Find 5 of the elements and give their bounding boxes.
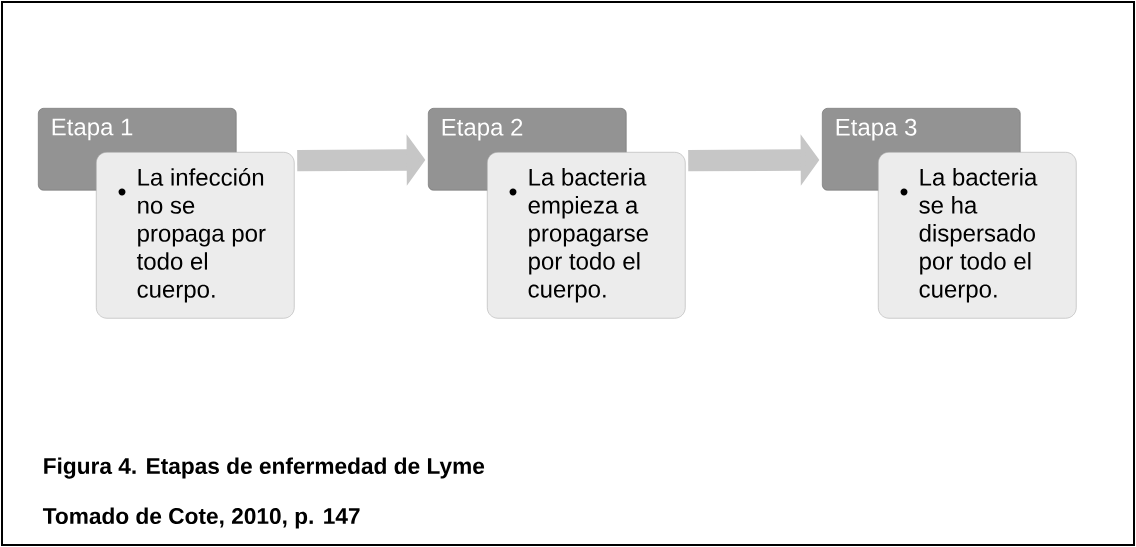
caption: Figura 4. Etapas de enfermedad de Lyme xyxy=(44,457,485,479)
source-note: Tomado de Cote, 2010, p. 147 xyxy=(42,507,360,529)
description-box: La bacteria empieza a propagarse por todo el cuerpo. xyxy=(487,152,686,319)
description-box: La bacteria se ha dispersado por todo el cuerpo. xyxy=(878,152,1077,319)
description-box: La infección no se propaga por todo el cuerpo. xyxy=(96,152,295,319)
